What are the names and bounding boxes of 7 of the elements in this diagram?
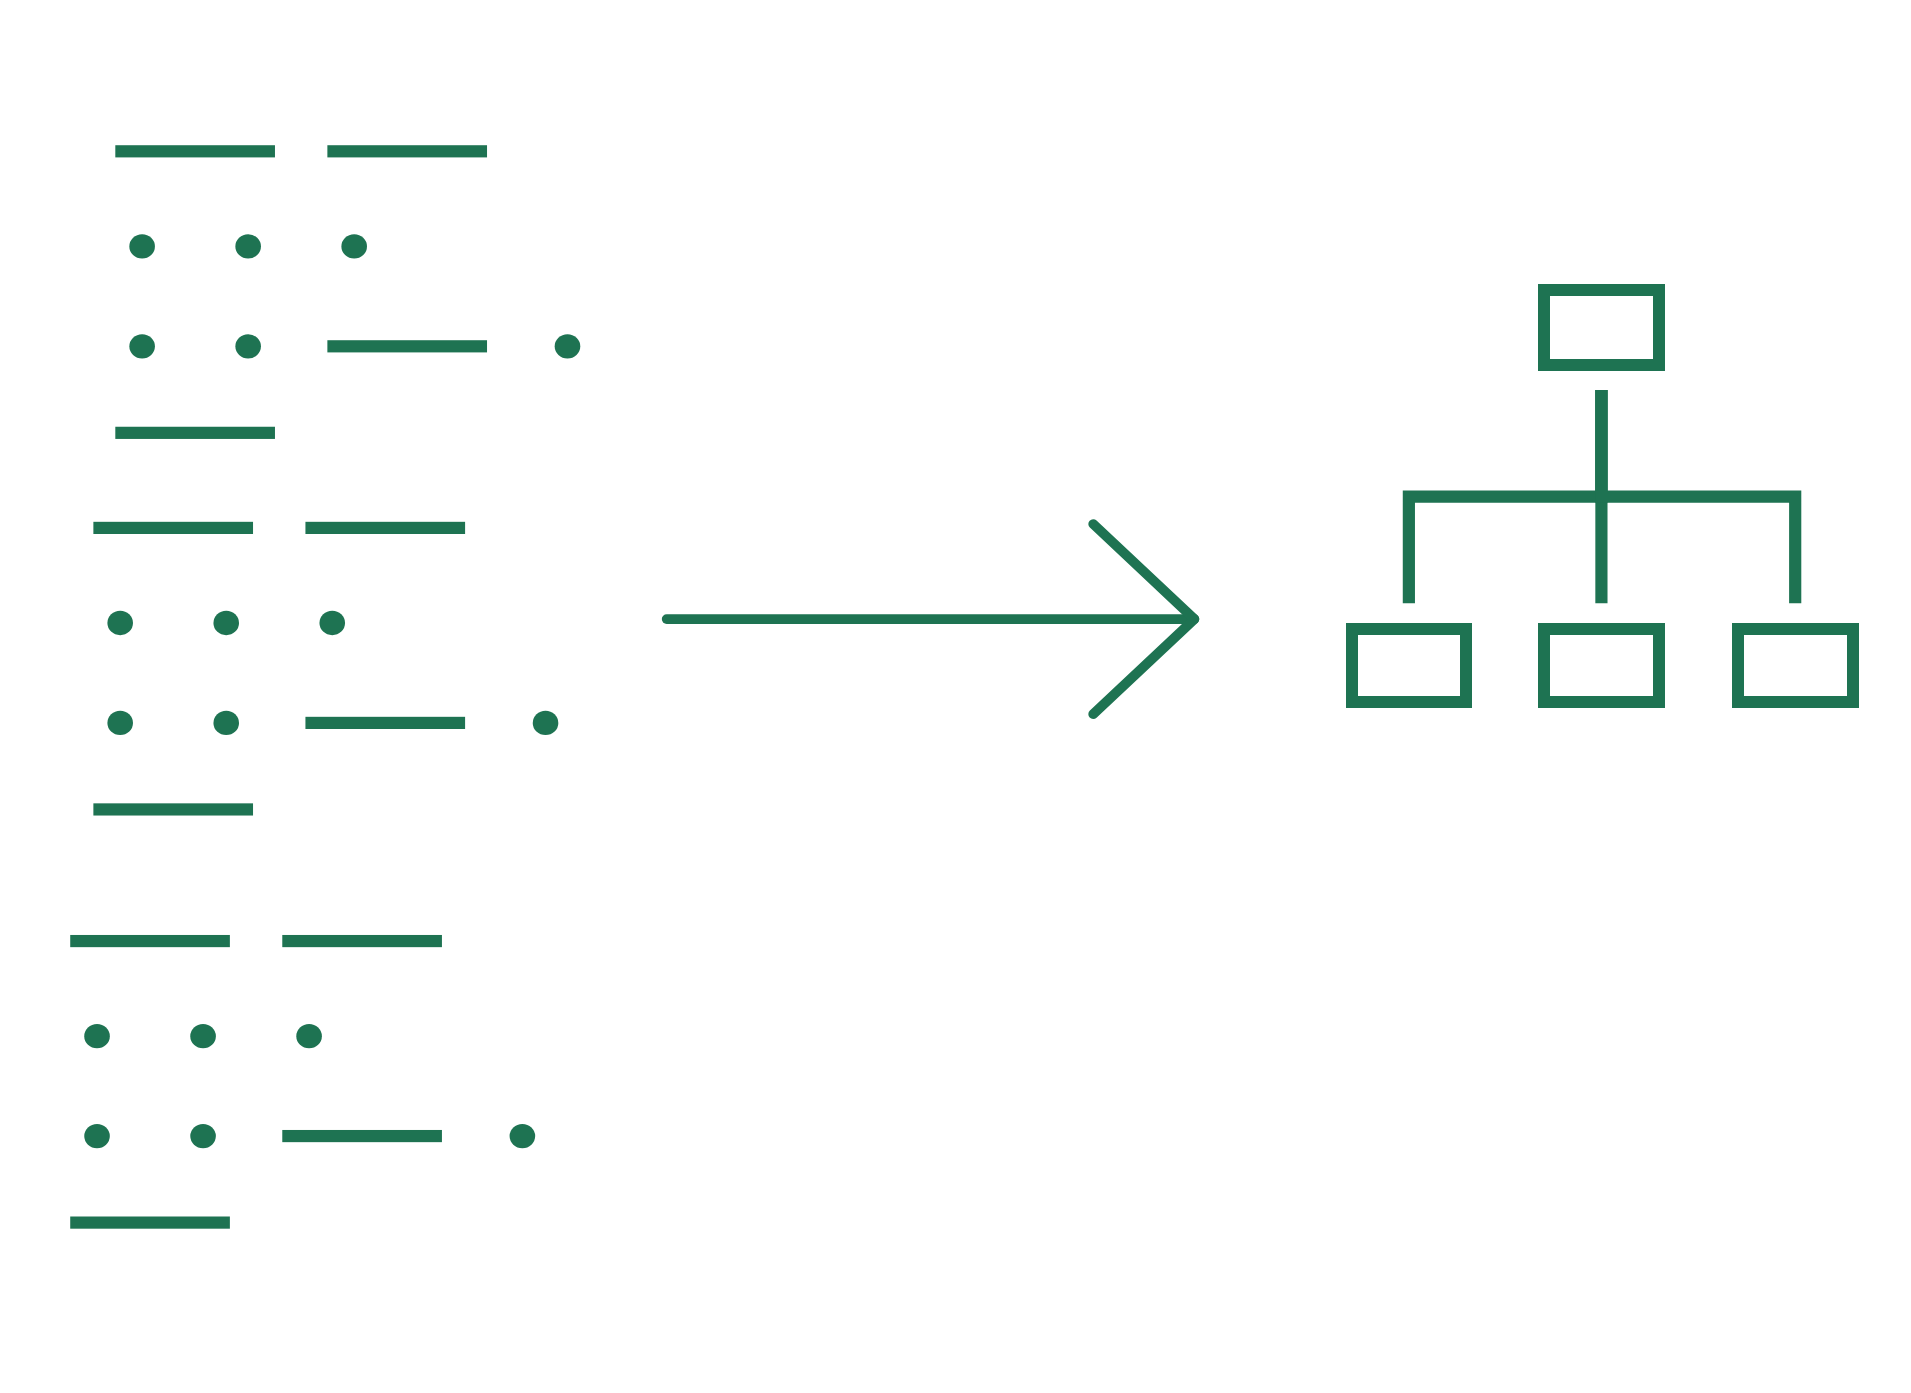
hierarchy-box bbox=[1345, 622, 1473, 709]
dot-dash-drawing bbox=[69, 143, 583, 1231]
hierarchy-box bbox=[1538, 283, 1665, 371]
connector-line bbox=[1595, 390, 1802, 604]
hierarchy-box bbox=[1538, 622, 1665, 709]
arrow bbox=[661, 519, 1200, 720]
hierarchy-box bbox=[1731, 622, 1859, 709]
